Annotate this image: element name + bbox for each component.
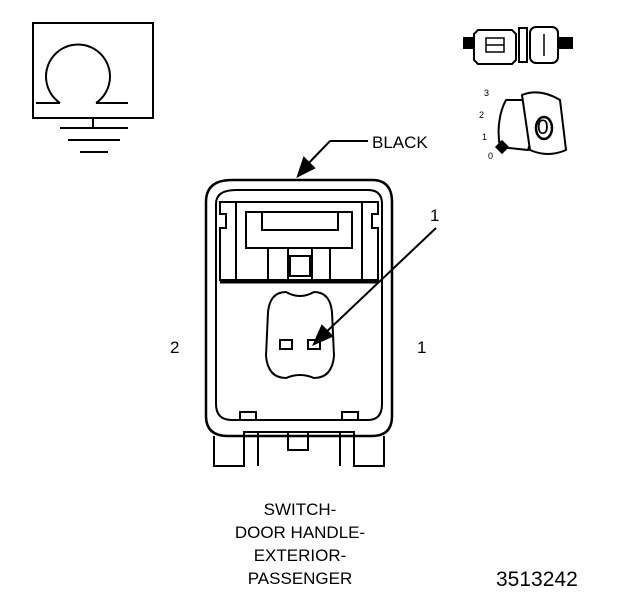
- terminal-label-left: 2: [170, 338, 180, 357]
- terminal-2: [279, 339, 293, 350]
- caption-line: EXTERIOR-: [253, 546, 347, 565]
- connector-plug-icon: [463, 26, 573, 65]
- ohm-symbol-icon: [32, 22, 154, 119]
- dial-position-3: 3: [484, 88, 490, 98]
- key-label: 0: [537, 116, 549, 139]
- caption-line: SWITCH-: [263, 500, 337, 519]
- figure-number: 3513242: [496, 568, 578, 591]
- pin-callout-arrow: [312, 227, 437, 346]
- connector-latch: [219, 201, 379, 284]
- connector-base: [213, 411, 385, 467]
- caption-line: DOOR HANDLE-: [234, 523, 366, 542]
- terminal-label-right: 1: [417, 338, 427, 357]
- dial-position-0: 0: [488, 151, 494, 161]
- ground-icon: [60, 118, 128, 153]
- ignition-key-icon: [494, 91, 568, 155]
- component-caption: SWITCH- DOOR HANDLE- EXTERIOR- PASSENGER: [200, 498, 400, 590]
- dial-position-1: 1: [482, 132, 488, 142]
- callout-number: 1: [430, 206, 440, 225]
- color-callout-arrow: [296, 140, 368, 178]
- caption-line: PASSENGER: [247, 569, 353, 588]
- connector-color-label: BLACK: [372, 133, 428, 152]
- dial-position-2: 2: [479, 110, 485, 120]
- terminal-1: [307, 339, 321, 350]
- connector-housing: [204, 178, 394, 438]
- terminal-cavity: [264, 290, 336, 380]
